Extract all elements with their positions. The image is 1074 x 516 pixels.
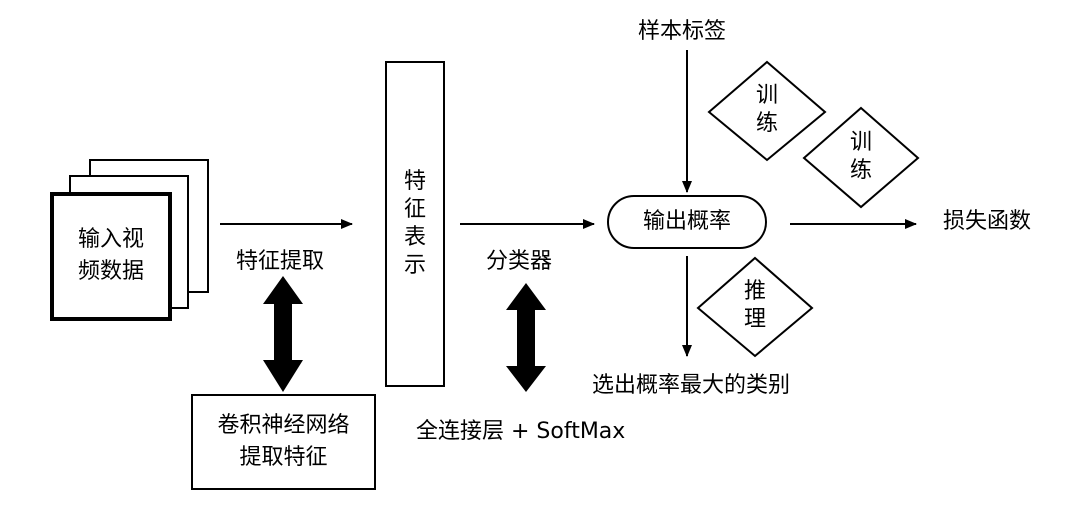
double-arrow-fc [506,283,546,392]
train-diamond-2-text: 训 练 [831,129,891,185]
feature-repr-char-3: 表 [403,225,426,250]
cnn-box [191,394,376,490]
input-stack-line1: 输入视 [77,227,144,252]
feature-repr-char-2: 征 [403,197,426,222]
infer-char-2: 理 [743,307,766,332]
feature-extract-label: 特征提取 [236,249,325,274]
feature-representation-box [385,61,445,387]
infer-diamond-text: 推 理 [725,278,785,334]
feature-repr-char-1: 特 [403,169,426,194]
train-diamond-2 [802,106,920,209]
input-stack-text: 输入视 频数据 [52,224,170,288]
infer-diamond [696,256,814,358]
train-1-char-2: 练 [755,111,778,136]
cnn-box-text: 卷积神经网络 提取特征 [192,410,375,474]
infer-char-1: 推 [743,279,766,304]
cnn-box-line2: 提取特征 [239,445,328,470]
loss-function-label: 损失函数 [943,209,1032,234]
train-diamond-1-text: 训 练 [737,82,797,138]
feature-repr-text: 特 征 表 示 [385,168,445,280]
feature-repr-char-4: 示 [403,253,426,278]
fc-softmax-label: 全连接层 + SoftMax [416,419,626,444]
input-stack-front-sheet [50,192,172,321]
double-arrow-cnn [263,276,303,392]
train-1-char-1: 训 [755,83,778,108]
train-2-char-1: 训 [849,130,872,155]
input-stack-line2: 频数据 [77,259,144,284]
sample-label: 样本标签 [638,19,727,44]
classifier-label: 分类器 [486,249,553,274]
input-video-stack [50,159,209,321]
output-probability-label: 输出概率 [642,209,731,234]
select-max-label: 选出概率最大的类别 [592,373,791,398]
train-2-char-2: 练 [849,158,872,183]
cnn-box-line1: 卷积神经网络 [217,413,350,438]
train-diamond-1 [707,60,827,162]
output-probability-node [607,195,767,249]
